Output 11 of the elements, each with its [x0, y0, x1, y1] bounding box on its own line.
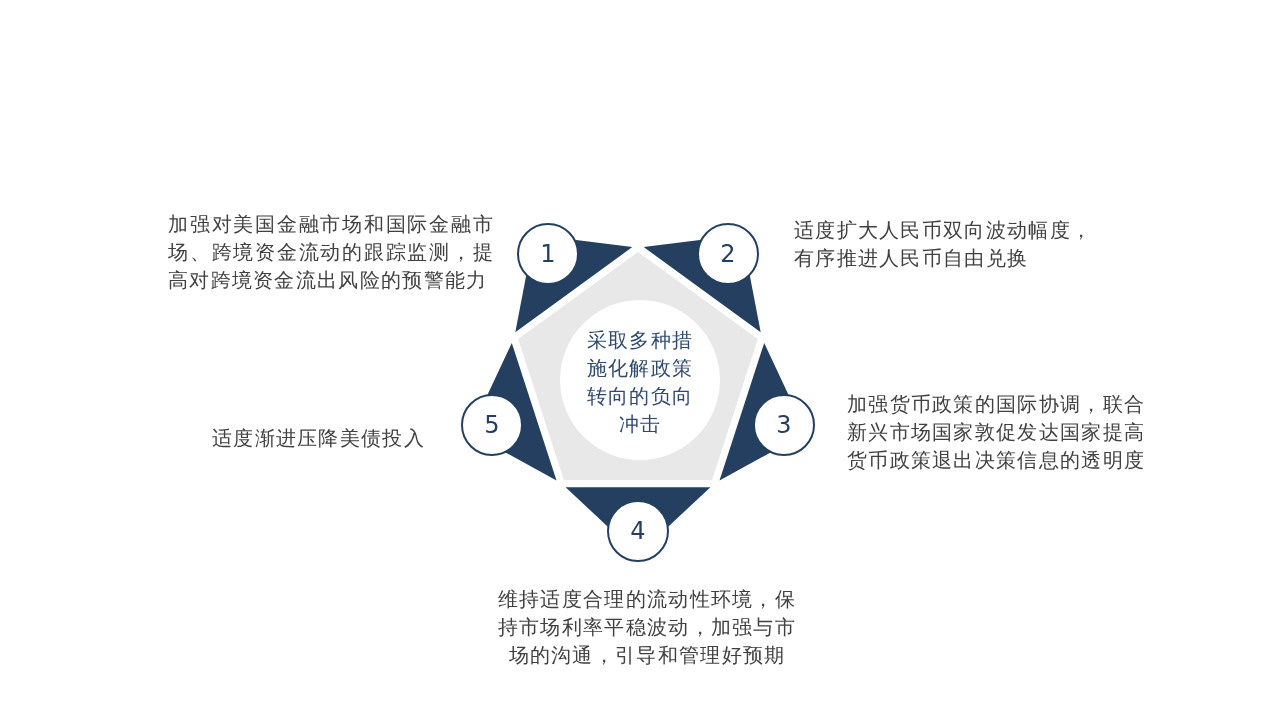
description-text: 适度渐进压降美债投入 — [212, 425, 425, 452]
description-text: 加强货币政策的国际协调，联合新兴市场国家敦促发达国家提高货币政策退出决策信息的透明度 — [847, 391, 1147, 474]
step-number: 5 — [484, 411, 500, 439]
description-text: 维持适度合理的流动性环境，保持市场利率平稳波动，加强与市场的沟通，引导和管理好预期 — [496, 586, 798, 669]
step-number: 2 — [720, 240, 736, 268]
step-number: 1 — [540, 240, 556, 268]
step-number: 4 — [630, 517, 646, 545]
description-text: 加强对美国金融市场和国际金融市场、跨境资金流动的跟踪监测，提高对跨境资金流出风险的预警能力 — [168, 211, 494, 294]
step-number: 3 — [776, 411, 792, 439]
center-label: 采取多种措施化解政策转向的负向冲击 — [585, 327, 695, 438]
description-text: 适度扩大人民币双向波动幅度，有序推进人民币自由兑换 — [794, 217, 1094, 272]
